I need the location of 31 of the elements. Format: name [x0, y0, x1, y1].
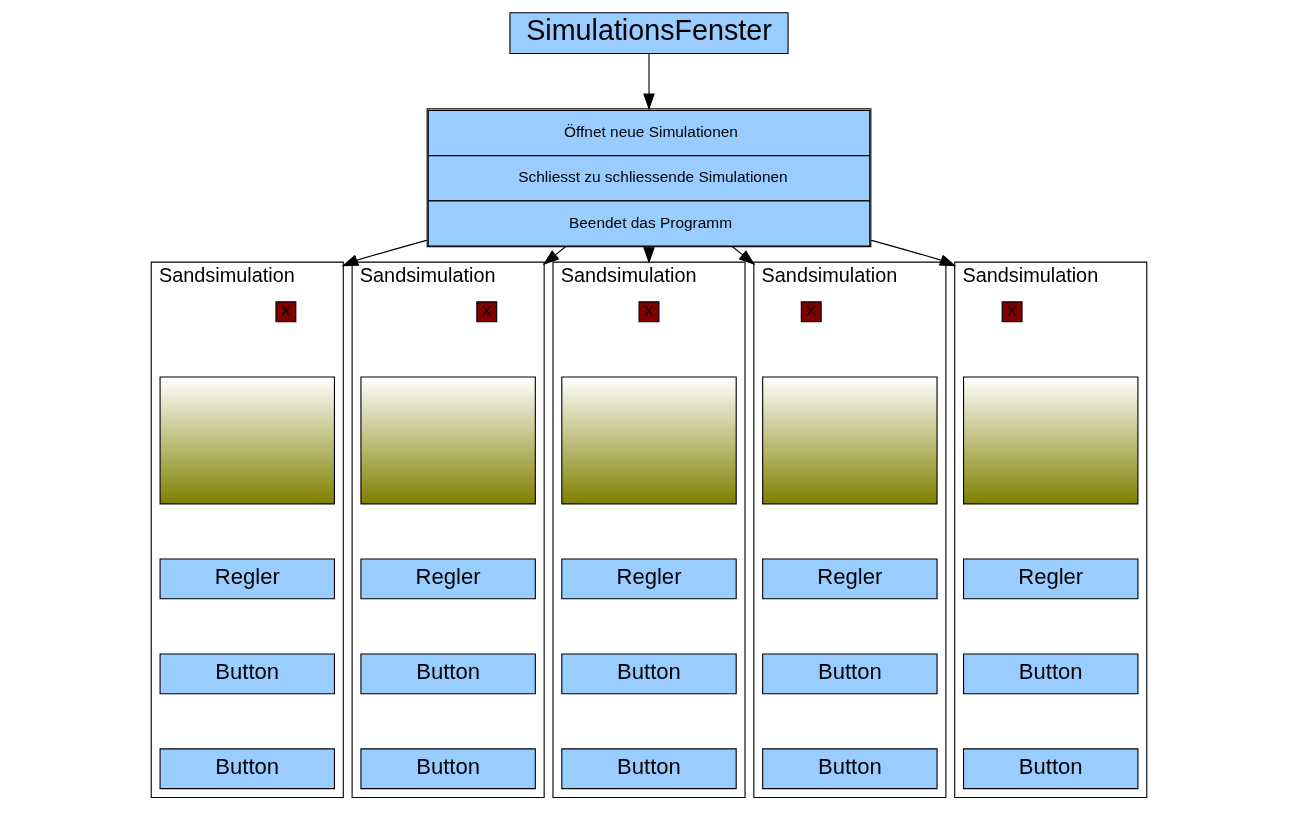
node-box: Button — [359, 653, 536, 695]
node-box: Regler — [159, 558, 335, 600]
node-box: Button — [962, 653, 1138, 695]
node-box: Regler — [962, 558, 1138, 600]
node-box: Regler — [359, 558, 536, 600]
picture — [359, 376, 536, 505]
picture — [962, 376, 1138, 505]
picture — [159, 376, 335, 505]
arrow — [341, 239, 427, 267]
node-box: Button — [560, 748, 737, 790]
node-box: X — [274, 301, 296, 323]
node-box: SimulationsFenster — [508, 12, 789, 55]
node-box: X — [1001, 301, 1023, 323]
node-box: Regler — [560, 558, 737, 600]
node-box: Button — [962, 748, 1138, 790]
picture — [560, 376, 737, 505]
arrow — [870, 239, 956, 267]
node-box: X — [475, 301, 497, 323]
node-box: X — [638, 301, 659, 323]
node-box: Button — [560, 653, 737, 695]
arrow — [731, 246, 755, 266]
arrow — [642, 53, 655, 111]
node-box: Button — [159, 748, 335, 790]
node-box: Button — [761, 748, 938, 790]
arrow — [542, 246, 566, 266]
node-box: Regler — [761, 558, 938, 600]
node-box: Button — [159, 653, 335, 695]
node-box: X — [800, 301, 822, 323]
node-box: Button — [761, 653, 938, 695]
picture — [761, 376, 938, 505]
node-box: Button — [359, 748, 536, 790]
